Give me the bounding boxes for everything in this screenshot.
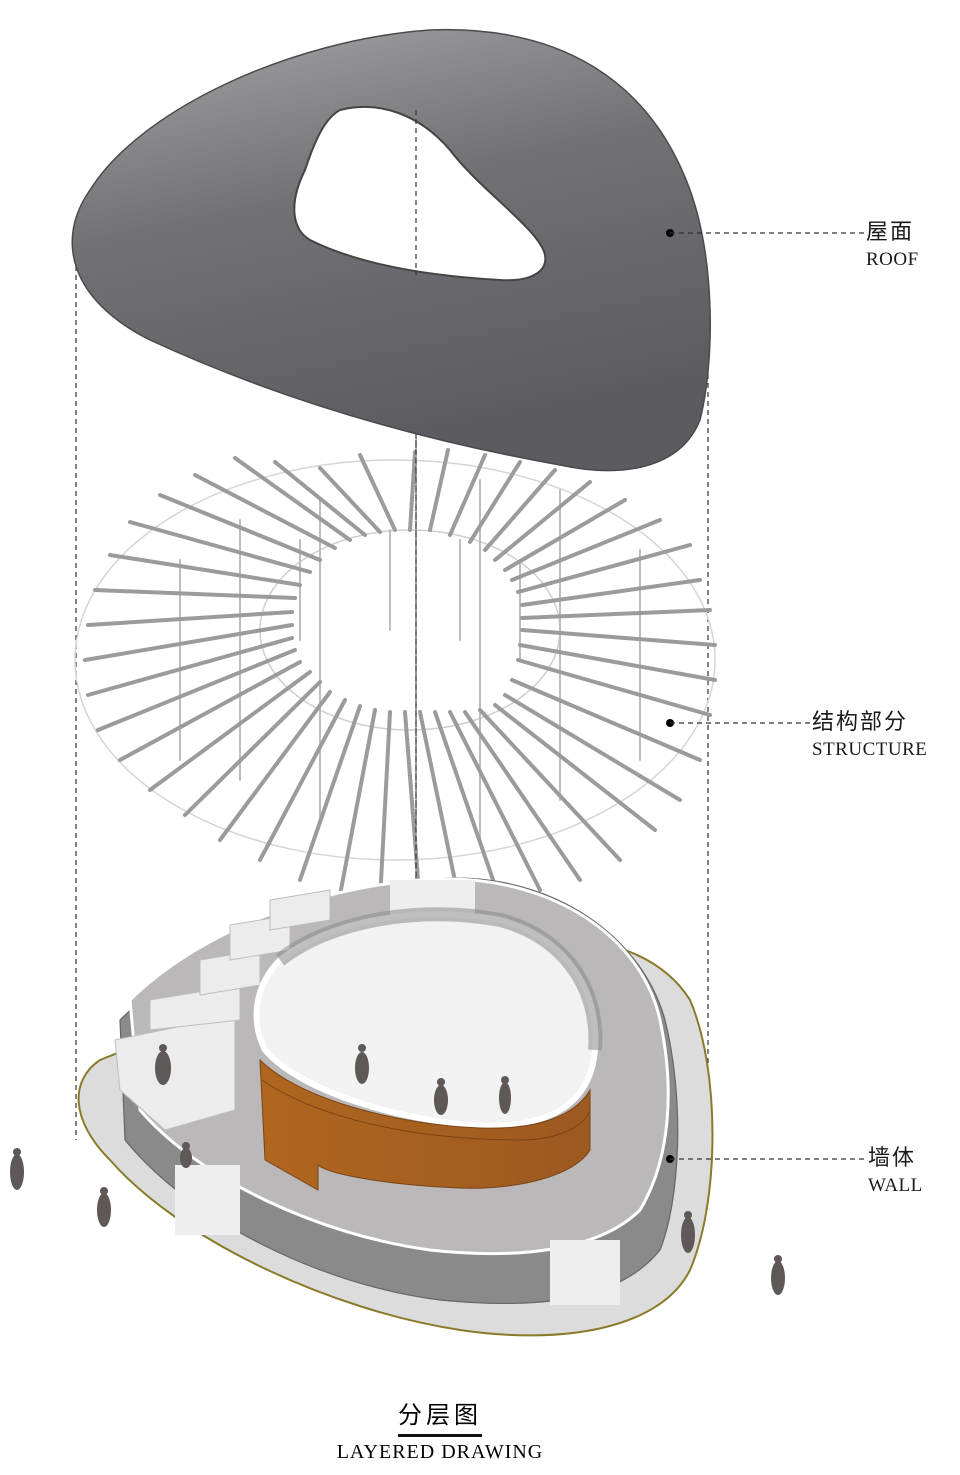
wall-layer xyxy=(10,877,785,1337)
label-structure-zh: 结构部分 xyxy=(812,710,909,735)
roof-layer xyxy=(71,28,711,472)
label-roof: 屋面 ROOF xyxy=(866,220,919,270)
structure-layer xyxy=(74,439,717,907)
label-wall-en: WALL xyxy=(868,1175,923,1196)
label-structure: 结构部分 STRUCTURE xyxy=(812,710,928,760)
leader-wall xyxy=(666,1155,864,1163)
leader-roof xyxy=(666,229,864,237)
label-wall: 墙体 WALL xyxy=(868,1146,923,1196)
label-structure-en: STRUCTURE xyxy=(812,739,928,760)
leader-structure xyxy=(666,719,810,727)
drawing-title-en: LAYERED DRAWING xyxy=(336,1441,544,1463)
drawing-title: 分层图 LAYERED DRAWING xyxy=(0,1395,880,1464)
drawing-title-zh: 分层图 xyxy=(398,1395,482,1437)
label-roof-en: ROOF xyxy=(866,249,919,270)
label-roof-zh: 屋面 xyxy=(866,220,915,245)
human-figures xyxy=(10,1044,785,1295)
label-wall-zh: 墙体 xyxy=(868,1146,917,1171)
